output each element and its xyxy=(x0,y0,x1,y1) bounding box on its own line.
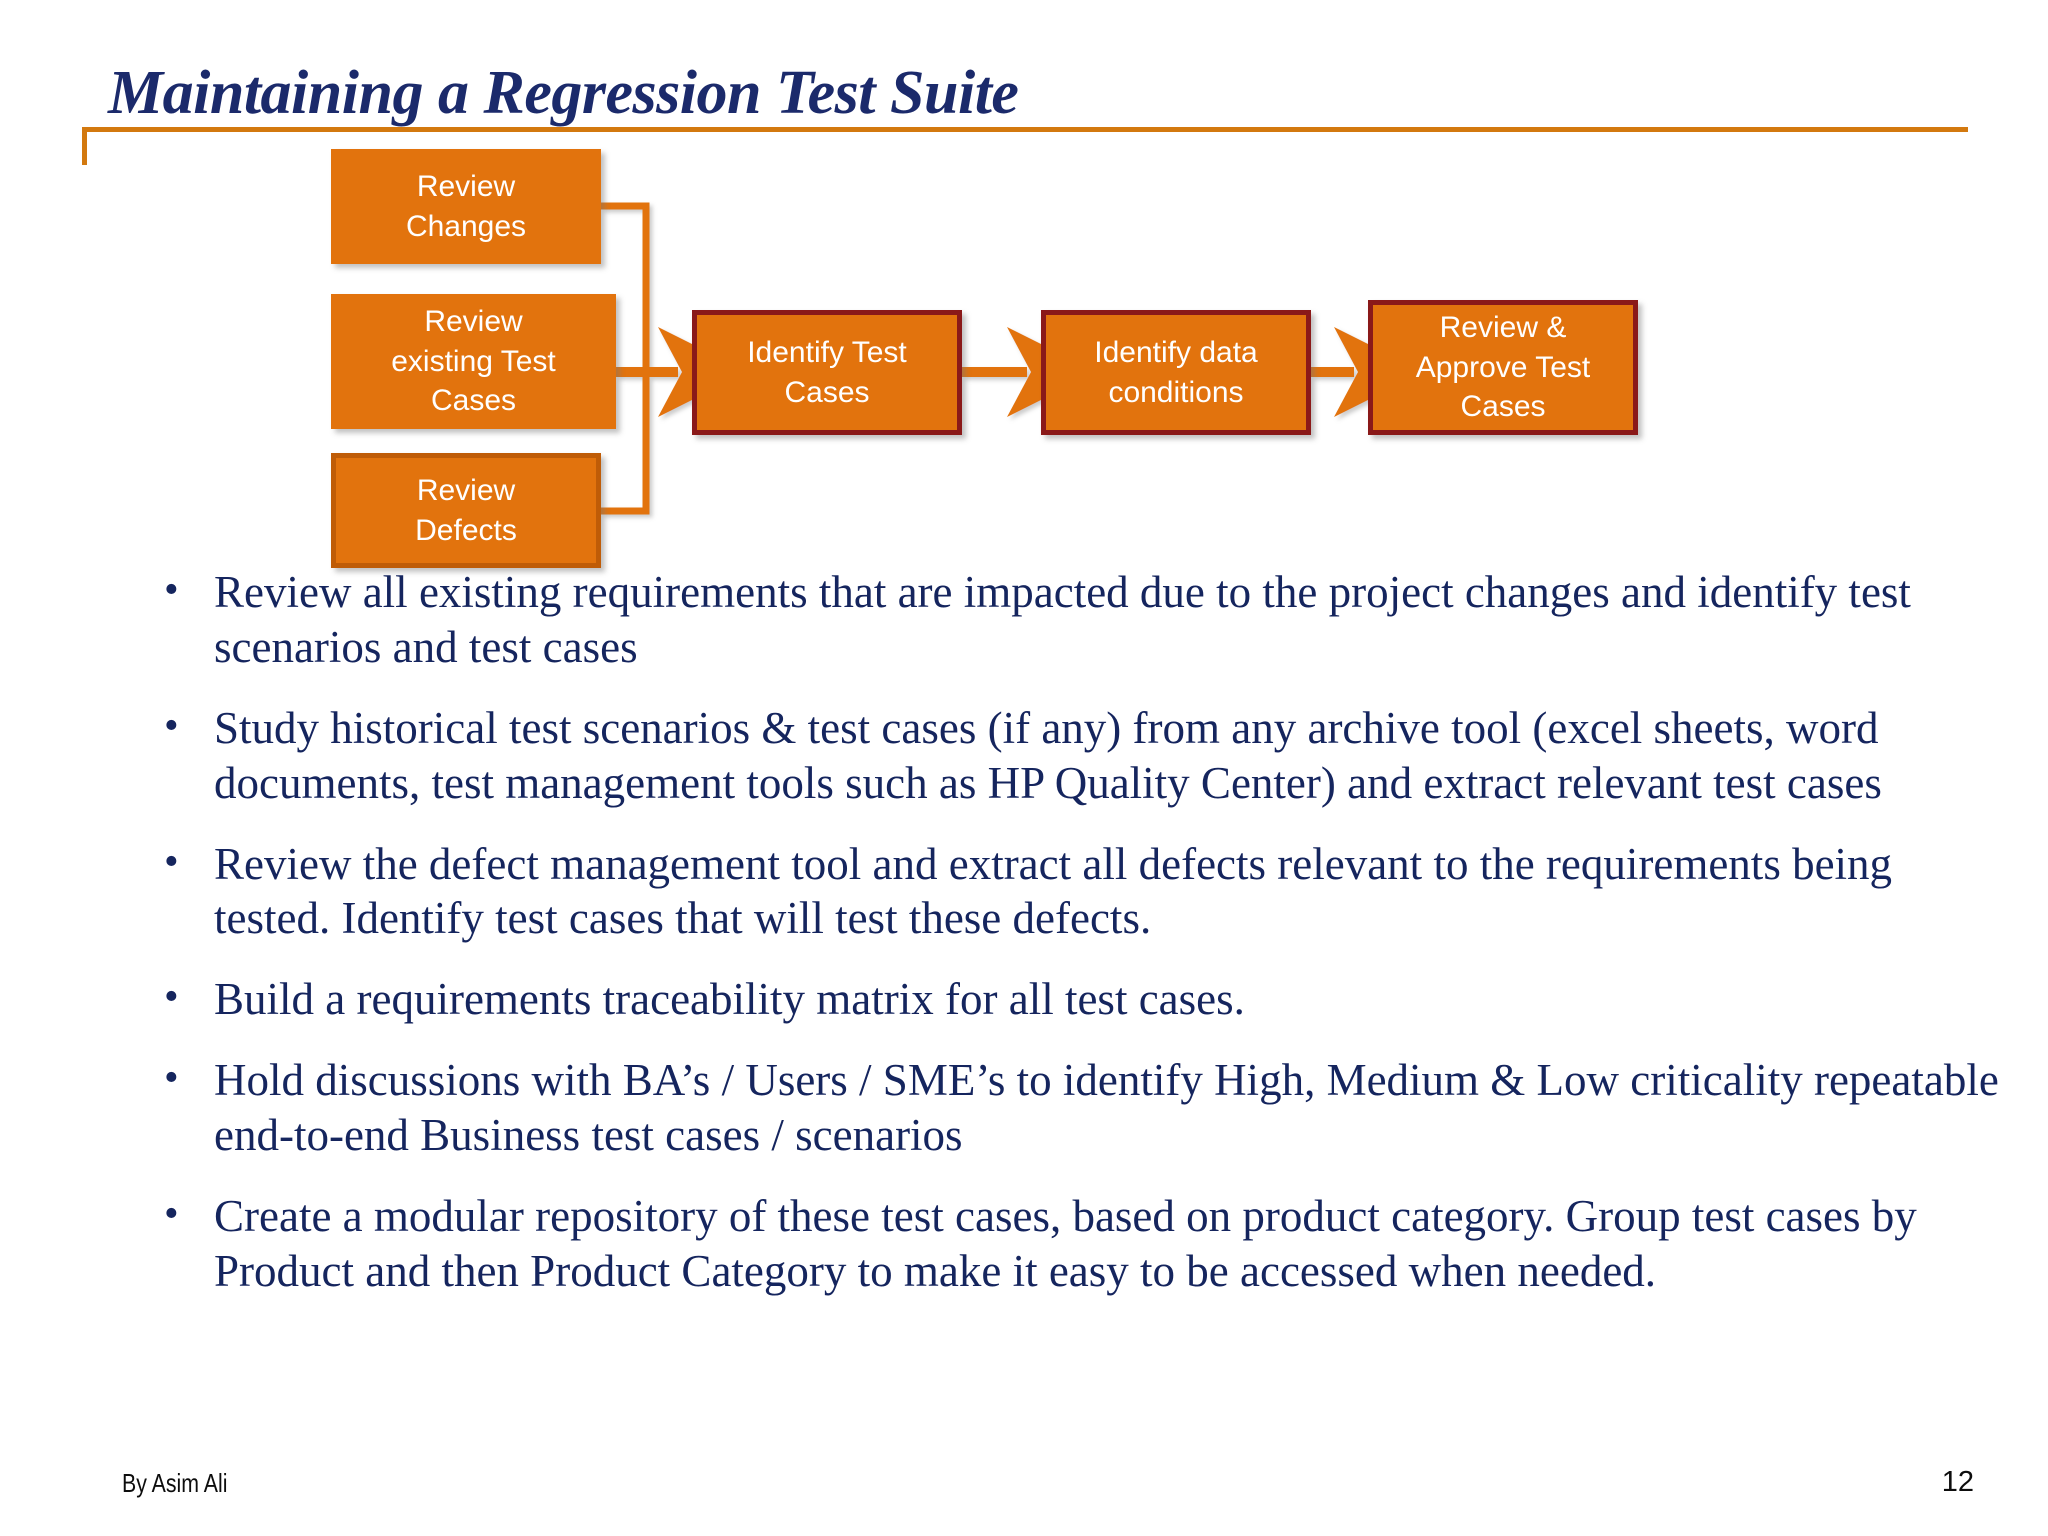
bullet-marker: • xyxy=(164,1055,179,1102)
diagram-node-identify-data-conditions[interactable]: Identify data conditions xyxy=(1041,310,1311,435)
bullet-marker: • xyxy=(164,1191,179,1238)
node-label-line: Approve Test xyxy=(1415,350,1591,384)
node-label-line: Identify Test xyxy=(747,335,907,369)
bullet-list: • Review all existing requirements that … xyxy=(150,565,2030,1325)
diagram-node-identify-test-cases[interactable]: Identify Test Cases xyxy=(692,310,962,435)
node-label: Identify data conditions xyxy=(1094,333,1257,413)
node-label-line: Cases xyxy=(430,384,517,418)
diagram-node-review-defects[interactable]: Review Defects xyxy=(331,453,601,568)
node-label-line: Cases xyxy=(784,375,870,409)
bullet-marker: • xyxy=(164,974,179,1021)
bullet-marker: • xyxy=(164,702,179,749)
footer-page-number: 12 xyxy=(1941,1466,1974,1498)
node-label-line: Changes xyxy=(405,209,527,243)
node-label-line: Cases xyxy=(1460,390,1546,424)
footer-author: By Asim Ali xyxy=(122,1468,228,1498)
bullet-text: Build a requirements traceability matrix… xyxy=(214,974,1245,1025)
list-item: • Hold discussions with BA’s / Users / S… xyxy=(150,1053,2030,1163)
node-label-line: conditions xyxy=(1108,375,1244,409)
list-item: • Review all existing requirements that … xyxy=(150,565,2030,675)
list-item: • Build a requirements traceability matr… xyxy=(150,972,2030,1027)
node-label: Review existing Test Cases xyxy=(391,302,556,422)
node-label: Review Changes xyxy=(406,167,526,247)
title-underline-rule xyxy=(82,127,1968,132)
bullet-marker: • xyxy=(164,838,179,885)
node-label-line: Review & xyxy=(1439,310,1567,344)
bullet-text: Review all existing requirements that ar… xyxy=(214,567,1911,672)
diagram-node-review-approve-test-cases[interactable]: Review & Approve Test Cases xyxy=(1368,300,1638,435)
bullet-text: Hold discussions with BA’s / Users / SME… xyxy=(214,1055,1999,1161)
node-label: Review & Approve Test Cases xyxy=(1416,308,1591,428)
node-label-line: Review xyxy=(416,473,516,507)
node-label: Review Defects xyxy=(415,471,517,551)
diagram-connectors xyxy=(601,202,1424,515)
node-label-line: Review xyxy=(424,304,523,338)
node-label-line: Identify data xyxy=(1094,335,1258,369)
process-flow-diagram: Review Changes Review existing Test Case… xyxy=(0,130,2048,570)
bullet-text: Study historical test scenarios & test c… xyxy=(214,702,1882,808)
page-title: Maintaining a Regression Test Suite xyxy=(108,59,1019,127)
node-label: Identify Test Cases xyxy=(747,333,907,413)
bullet-text: Review the defect management tool and ex… xyxy=(214,838,1893,944)
title-left-tick xyxy=(82,127,87,165)
node-label-line: Review xyxy=(416,169,516,203)
list-item: • Study historical test scenarios & test… xyxy=(150,701,2030,811)
node-label-line: Defects xyxy=(415,513,517,547)
diagram-node-review-changes[interactable]: Review Changes xyxy=(331,149,601,264)
diagram-node-review-existing-test-cases[interactable]: Review existing Test Cases xyxy=(331,294,616,429)
list-item: • Review the defect management tool and … xyxy=(150,837,2030,947)
node-label-line: existing Test xyxy=(391,344,556,378)
bullet-text: Create a modular repository of these tes… xyxy=(214,1191,1917,1296)
bullet-marker: • xyxy=(164,567,179,613)
list-item: • Create a modular repository of these t… xyxy=(150,1189,2030,1299)
